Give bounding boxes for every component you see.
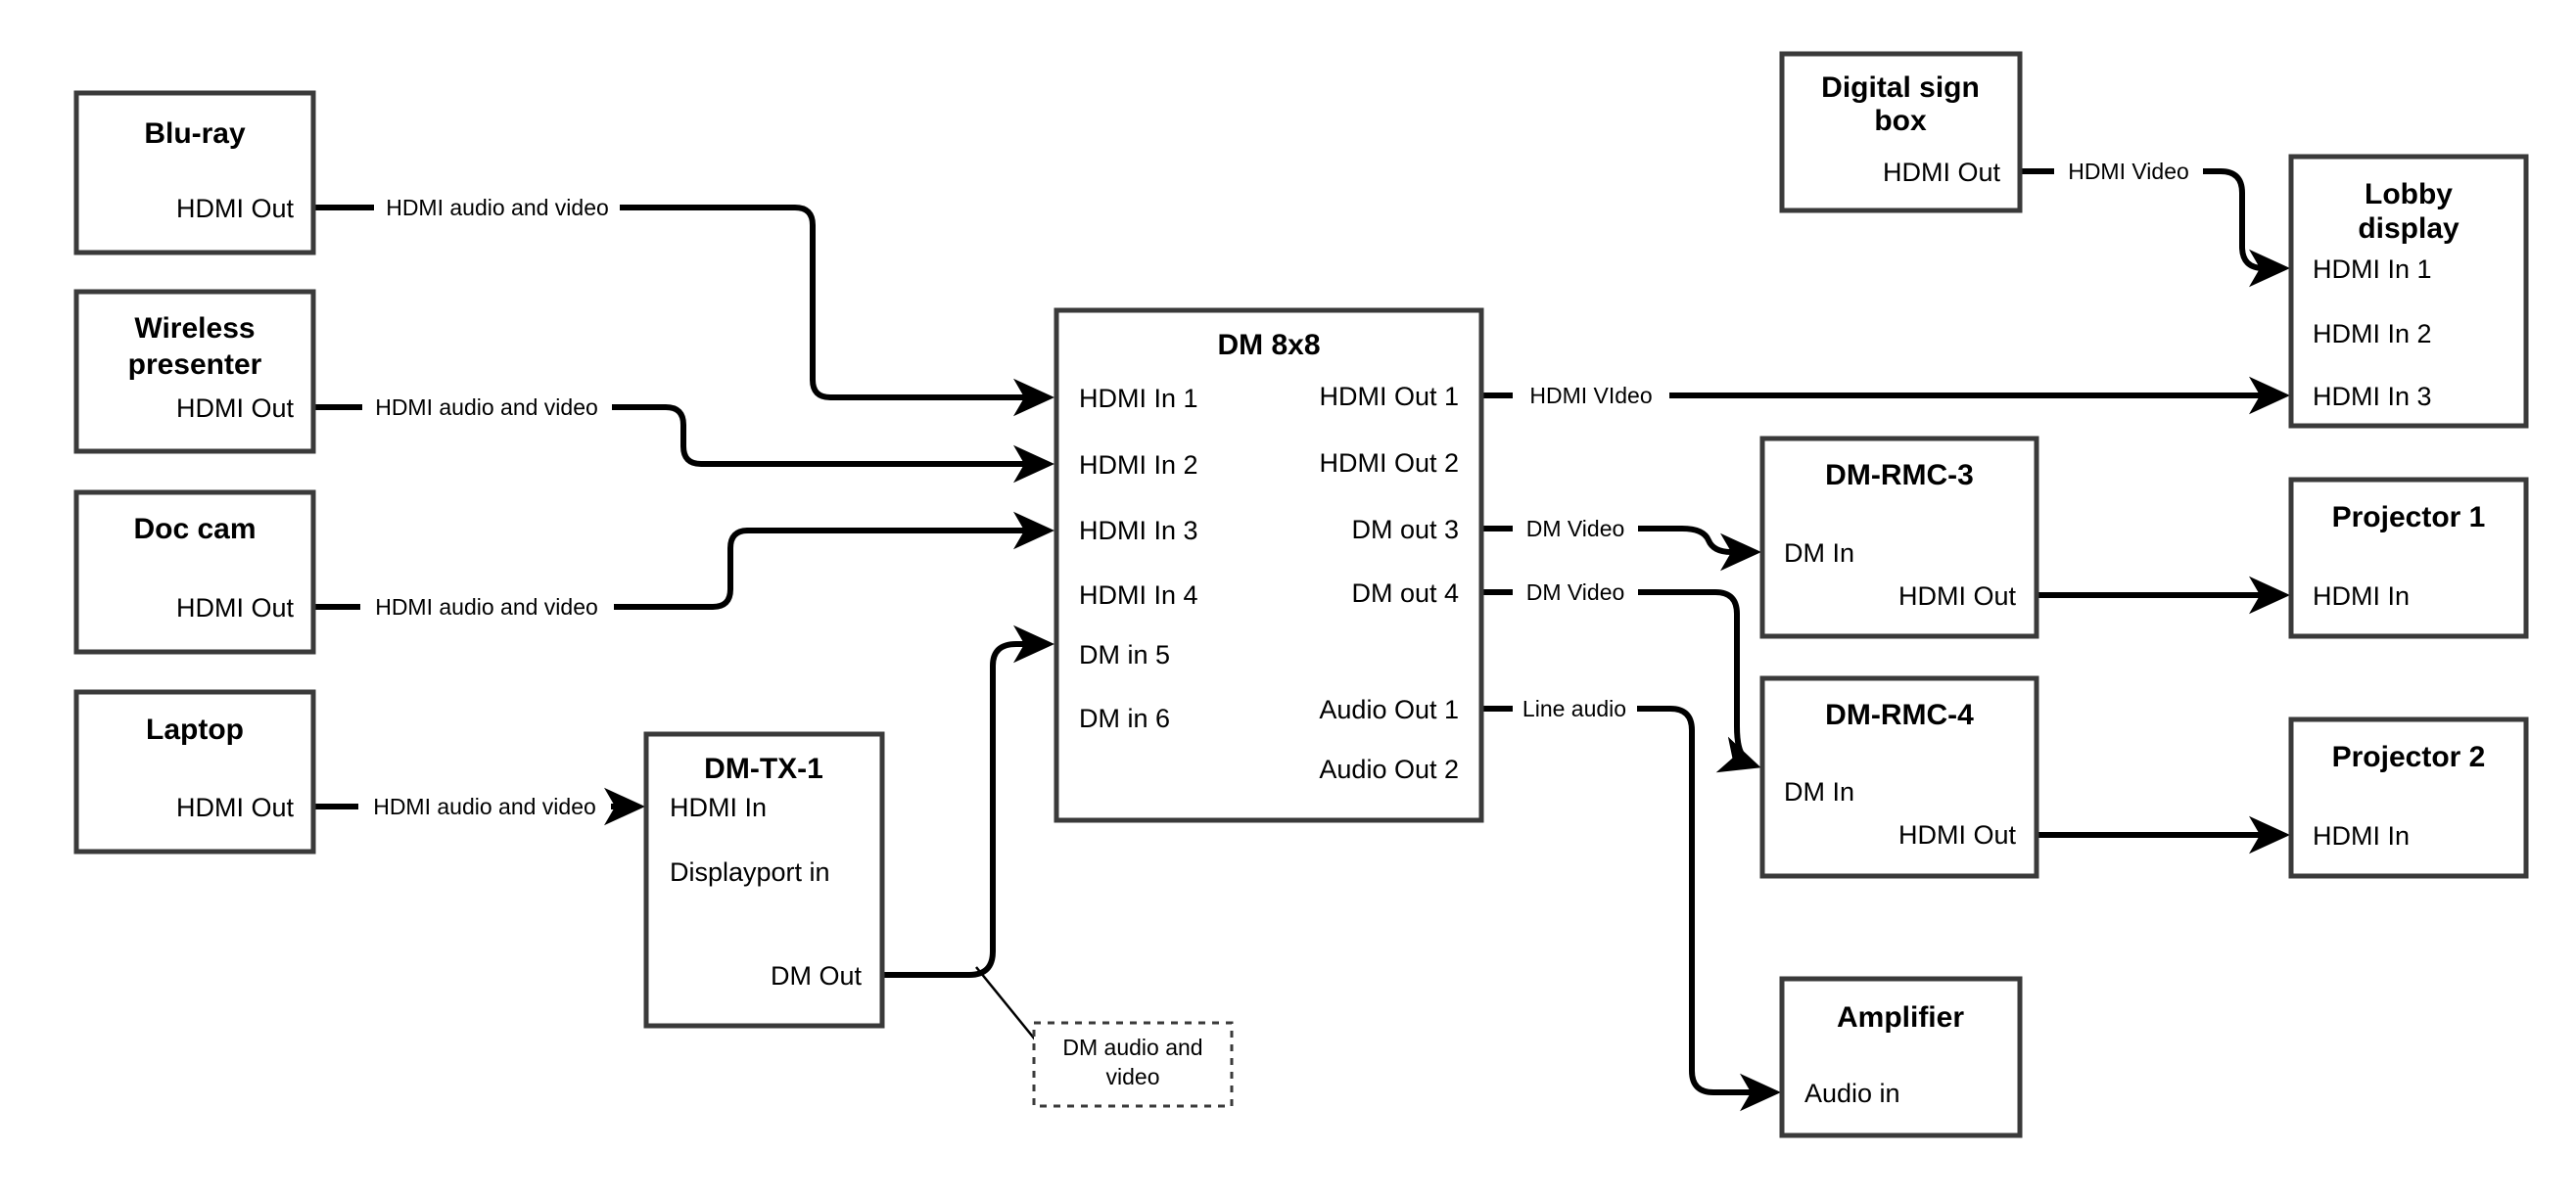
wireless-presenter-box[interactable] (73, 289, 316, 454)
dm-8x8-input-dm-in-5: DM in 5 (1079, 640, 1170, 670)
projector-2-box[interactable] (2288, 716, 2529, 879)
wire-dmtx1-to-dm-in-5 (882, 624, 1054, 978)
bluray-port-hdmi-out: HDMI Out (176, 194, 295, 223)
node-digital-sign-box[interactable]: Digital sign box HDMI Out (1779, 51, 2023, 213)
lobby-display-box[interactable] (2288, 154, 2529, 429)
dm-tx-1-port-dm-out: DM Out (771, 961, 863, 991)
dm-8x8-output-audio-out-2: Audio Out 2 (1319, 755, 1459, 784)
edge-label-dmout4-to-rmc4: DM Video (1526, 579, 1625, 605)
wire-dm-out-3-to-rmc3 (1481, 529, 1755, 552)
edge-label-doccam-to-in3: HDMI audio and video (375, 594, 598, 620)
node-dm-rmc-3[interactable]: DM-RMC-3 DM In HDMI Out (1759, 436, 2039, 639)
node-wireless-presenter[interactable]: Wireless presenter HDMI Out (73, 289, 316, 454)
projector-1-box[interactable] (2288, 477, 2529, 639)
bluray-box[interactable] (73, 90, 316, 255)
amplifier-box[interactable] (1779, 976, 2023, 1138)
doc-cam-title: Doc cam (133, 513, 256, 545)
projector-1-port-hdmi-in: HDMI In (2313, 581, 2410, 611)
dm-8x8-output-hdmi-out-1: HDMI Out 1 (1319, 382, 1459, 411)
callout-box (1032, 1021, 1234, 1108)
lobby-display-title-line2: display (2358, 212, 2459, 245)
dm-rmc-4-port-hdmi-out: HDMI Out (1898, 820, 2017, 850)
projector-1-title: Projector 1 (2332, 501, 2486, 533)
edge-label-hdmiout1-to-lobby: HDMI VIdeo (1529, 383, 1652, 408)
dm-8x8-input-hdmi-in-4: HDMI In 4 (1079, 580, 1198, 610)
wire-signbox-to-lobby-in-1 (2020, 168, 2283, 268)
dm-rmc-4-port-dm-in: DM In (1784, 777, 1854, 807)
amplifier-title: Amplifier (1837, 1001, 1964, 1034)
dm-8x8-input-hdmi-in-2: HDMI In 2 (1079, 450, 1198, 480)
lobby-display-port-hdmi-in-2: HDMI In 2 (2313, 319, 2432, 348)
projector-2-title: Projector 2 (2332, 741, 2486, 773)
bluray-title: Blu-ray (144, 117, 246, 150)
dm-rmc-3-port-dm-in: DM In (1784, 538, 1854, 568)
lobby-display-title-line1: Lobby (2365, 178, 2453, 210)
dm-rmc-4-box[interactable] (1759, 675, 2039, 879)
dm-tx-1-port-displayport-in: Displayport in (670, 857, 830, 887)
digital-sign-box-box[interactable] (1779, 51, 2023, 213)
laptop-port-hdmi-out: HDMI Out (176, 793, 295, 822)
dm-tx-1-port-hdmi-in: HDMI In (670, 793, 767, 822)
node-amplifier[interactable]: Amplifier Audio in (1779, 976, 2023, 1138)
wireless-presenter-port-hdmi-out: HDMI Out (176, 393, 295, 423)
dm-8x8-input-hdmi-in-1: HDMI In 1 (1079, 384, 1198, 413)
projector-2-port-hdmi-in: HDMI In (2313, 821, 2410, 851)
wireless-presenter-title-line1: Wireless (134, 312, 255, 345)
node-dm-tx-1[interactable]: DM-TX-1 HDMI In Displayport in DM Out (643, 731, 885, 1029)
dm-8x8-input-dm-in-6: DM in 6 (1079, 704, 1170, 733)
edge-label-wireless-to-in2: HDMI audio and video (375, 394, 598, 420)
dm-8x8-box[interactable] (1054, 307, 1484, 823)
edge-label-dmout3-to-rmc3: DM Video (1526, 516, 1625, 541)
amplifier-port-audio-in: Audio in (1804, 1079, 1900, 1108)
wire-bluray-to-hdmi-in-1 (313, 205, 1048, 397)
dm-8x8-input-hdmi-in-3: HDMI In 3 (1079, 516, 1198, 545)
node-laptop[interactable]: Laptop HDMI Out (73, 689, 316, 855)
node-dm-rmc-4[interactable]: DM-RMC-4 DM In HDMI Out (1759, 675, 2039, 879)
doc-cam-port-hdmi-out: HDMI Out (176, 593, 295, 623)
dm-8x8-output-dm-out-3: DM out 3 (1351, 515, 1459, 544)
wire-wireless-to-hdmi-in-2 (313, 404, 1048, 464)
lobby-display-port-hdmi-in-1: HDMI In 1 (2313, 254, 2432, 284)
callout-dm-audio-and-video: DM audio and video (1032, 1021, 1234, 1108)
callout-text-line1: DM audio and (1062, 1035, 1202, 1060)
callout-leader-line (975, 966, 1041, 1046)
digital-sign-box-title-line1: Digital sign (1821, 71, 1980, 104)
dm-rmc-3-title: DM-RMC-3 (1825, 459, 1974, 491)
dm-tx-1-box[interactable] (643, 731, 885, 1029)
dm-8x8-output-dm-out-4: DM out 4 (1351, 578, 1459, 608)
dm-8x8-output-hdmi-out-2: HDMI Out 2 (1319, 448, 1459, 478)
callout-text-line2: video (1106, 1064, 1160, 1089)
dm-8x8-title: DM 8x8 (1217, 329, 1320, 361)
wire-doccam-to-hdmi-in-3 (313, 531, 1048, 610)
digital-sign-box-title-line2: box (1874, 105, 1927, 137)
edge-label-signbox-to-lobby: HDMI Video (2068, 159, 2189, 184)
node-projector-2[interactable]: Projector 2 HDMI In (2288, 716, 2529, 879)
node-bluray[interactable]: Blu-ray HDMI Out (73, 90, 316, 255)
node-projector-1[interactable]: Projector 1 HDMI In (2288, 477, 2529, 639)
lobby-display-port-hdmi-in-3: HDMI In 3 (2313, 382, 2432, 411)
laptop-title: Laptop (146, 714, 244, 746)
doc-cam-box[interactable] (73, 489, 316, 655)
edge-label-audioout1-to-amp: Line audio (1522, 696, 1626, 721)
dm-tx-1-title: DM-TX-1 (704, 753, 823, 785)
edge-label-laptop-to-tx: HDMI audio and video (373, 794, 596, 819)
edge-label-bluray-to-in1: HDMI audio and video (386, 195, 609, 220)
dm-rmc-3-port-hdmi-out: HDMI Out (1898, 581, 2017, 611)
digital-sign-box-port-hdmi-out: HDMI Out (1883, 158, 2001, 187)
laptop-box[interactable] (73, 689, 316, 855)
node-dm-8x8[interactable]: DM 8x8 HDMI In 1 HDMI In 2 HDMI In 3 HDM… (1054, 307, 1484, 823)
dm-rmc-3-box[interactable] (1759, 436, 2039, 639)
wireless-presenter-title-line2: presenter (128, 348, 262, 381)
dm-rmc-4-title: DM-RMC-4 (1825, 699, 1974, 731)
wire-dm-out-4-to-rmc4 (1481, 589, 1755, 765)
wire-audio-out-1-to-amplifier (1481, 706, 1774, 1092)
node-lobby-display[interactable]: Lobby display HDMI In 1 HDMI In 2 HDMI I… (2288, 154, 2529, 429)
node-doc-cam[interactable]: Doc cam HDMI Out (73, 489, 316, 655)
dm-8x8-output-audio-out-1: Audio Out 1 (1319, 695, 1459, 724)
